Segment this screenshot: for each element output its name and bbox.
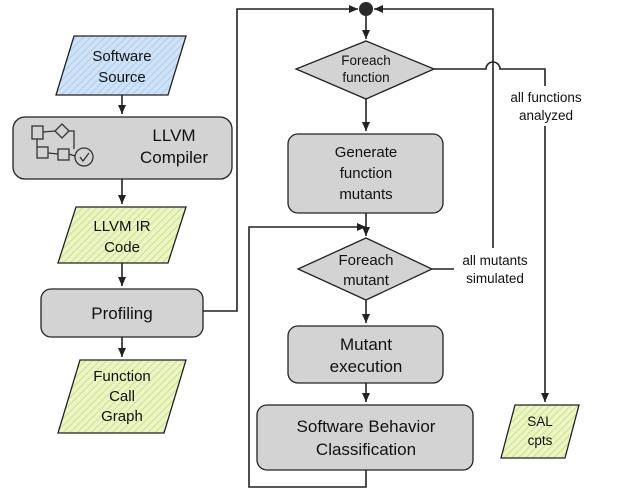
function-call-graph-line-2: Call	[109, 388, 135, 405]
foreach-function-line-1: Foreach	[341, 53, 391, 68]
sal-cpts-node: SAL cpts	[500, 404, 580, 459]
classification-line-2: Classification	[316, 440, 416, 459]
function-call-graph-line-3: Graph	[101, 408, 143, 425]
software-source-line-2: Source	[98, 69, 146, 86]
llvm-compiler-line-2: Compiler	[140, 148, 208, 167]
function-call-graph-line-1: Function	[93, 368, 151, 385]
llvm-ir-code-line-1: LLVM IR	[93, 218, 150, 235]
all-mutants-simulated-line-2: simulated	[466, 271, 524, 286]
profiling-label: Profiling	[91, 304, 152, 323]
classification-line-1: Software Behavior	[297, 417, 436, 436]
connectors	[118, 5, 549, 488]
mutant-execution-line-1: Mutant	[340, 335, 392, 354]
mutant-execution-node: Mutant execution	[287, 325, 444, 384]
llvm-compiler-node: LLVM Compiler	[12, 116, 233, 180]
sal-cpts-line-1: SAL	[527, 414, 553, 429]
merge-dot	[359, 2, 373, 16]
mutant-execution-line-2: execution	[330, 357, 403, 376]
compiler-flow-icon	[31, 123, 94, 167]
llvm-ir-code-node: LLVM IR Code	[57, 206, 187, 264]
generate-mutants-line-1: Generate	[335, 144, 398, 161]
edge-label-all-functions-analyzed: all functions analyzed	[505, 86, 587, 126]
all-mutants-simulated-line-1: all mutants	[462, 253, 528, 268]
llvm-compiler-line-1: LLVM	[152, 126, 195, 145]
foreach-function-decision: Foreach function	[294, 40, 436, 100]
generate-function-mutants-node: Generate function mutants	[287, 133, 444, 214]
software-source-line-1: Software	[92, 48, 151, 65]
generate-mutants-line-3: mutants	[339, 186, 392, 203]
foreach-mutant-line-1: Foreach	[338, 252, 393, 269]
profiling-node: Profiling	[40, 288, 204, 338]
edge-all-functions-analyzed	[434, 61, 549, 402]
foreach-mutant-line-2: mutant	[343, 272, 390, 289]
all-functions-analyzed-line-2: analyzed	[519, 108, 573, 123]
llvm-ir-code-line-2: Code	[104, 239, 140, 256]
edge-classification-loop	[248, 223, 367, 488]
foreach-function-line-2: function	[342, 70, 389, 85]
software-behavior-classification-node: Software Behavior Classification	[256, 404, 474, 471]
all-functions-analyzed-line-1: all functions	[510, 90, 582, 105]
sal-cpts-line-2: cpts	[528, 433, 553, 448]
edge-label-all-mutants-simulated: all mutants simulated	[454, 248, 536, 288]
edge-profiling-to-merge	[203, 5, 358, 312]
function-call-graph-node: Function Call Graph	[57, 359, 187, 434]
generate-mutants-line-2: function	[340, 165, 393, 182]
software-source-node: Software Source	[55, 35, 187, 96]
foreach-mutant-decision: Foreach mutant	[296, 237, 434, 301]
